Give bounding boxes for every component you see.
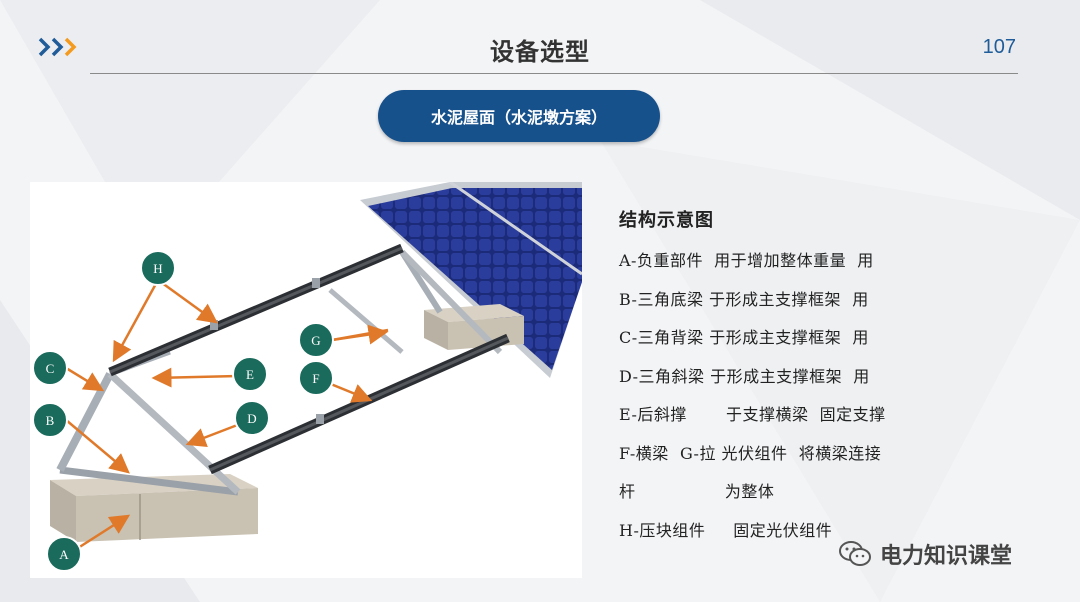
label-D: D bbox=[234, 400, 270, 436]
section-banner-label: 水泥屋面（水泥墩方案） bbox=[430, 108, 607, 127]
triangle-frame bbox=[56, 249, 503, 496]
label-B: B bbox=[32, 402, 68, 438]
legend-line: B-三角底梁 于形成主支撑框架 用 bbox=[619, 289, 869, 309]
watermark-text: 电力知识课堂 bbox=[880, 544, 1013, 569]
svg-text:E: E bbox=[246, 367, 254, 382]
header-divider bbox=[90, 73, 1018, 74]
svg-text:G: G bbox=[311, 333, 320, 348]
label-C: C bbox=[32, 350, 68, 386]
structure-diagram: H C B E D G F A bbox=[30, 182, 582, 578]
legend-line: 杆 为整体 bbox=[619, 482, 775, 501]
legend-line: E-后斜撑 于支撑横梁 固定支撑 bbox=[619, 405, 886, 424]
label-H: H bbox=[140, 250, 176, 286]
legend-line: C-三角背梁 于形成主支撑框架 用 bbox=[619, 328, 869, 347]
header-chevron-icon bbox=[38, 37, 77, 57]
watermark: 电力知识课堂 bbox=[838, 538, 1012, 570]
structure-legend: 结构示意图 A-负重部件 用于增加整体重量 用 B-三角底梁 于形成主支撑框架 … bbox=[619, 206, 949, 550]
legend-line: A-负重部件 用于增加整体重量 用 bbox=[619, 251, 874, 270]
cross-beam bbox=[108, 243, 510, 475]
svg-text:B: B bbox=[46, 413, 55, 428]
label-A: A bbox=[46, 536, 82, 572]
legend-line: D-三角斜梁 于形成主支撑框架 用 bbox=[619, 366, 870, 386]
label-E: E bbox=[232, 356, 268, 392]
label-G: G bbox=[298, 322, 334, 358]
page-number: 107 bbox=[982, 36, 1016, 58]
svg-text:C: C bbox=[46, 361, 55, 376]
svg-text:D: D bbox=[247, 411, 256, 426]
wechat-icon bbox=[839, 541, 871, 566]
svg-text:F: F bbox=[312, 371, 319, 386]
section-banner: 水泥屋面（水泥墩方案） bbox=[378, 90, 660, 142]
svg-text:H: H bbox=[153, 261, 162, 276]
legend-line: F-横梁 G-拉 光伏组件 将横梁连接 bbox=[619, 443, 882, 463]
page-title: 设备选型 bbox=[490, 38, 590, 66]
solar-panel bbox=[360, 182, 582, 378]
svg-text:A: A bbox=[59, 547, 69, 562]
concrete-block bbox=[50, 304, 524, 542]
legend-line: H-压块组件 固定光伏组件 bbox=[619, 520, 833, 540]
callout-arrows bbox=[65, 278, 389, 550]
legend-title: 结构示意图 bbox=[619, 210, 714, 231]
label-F: F bbox=[298, 360, 334, 396]
